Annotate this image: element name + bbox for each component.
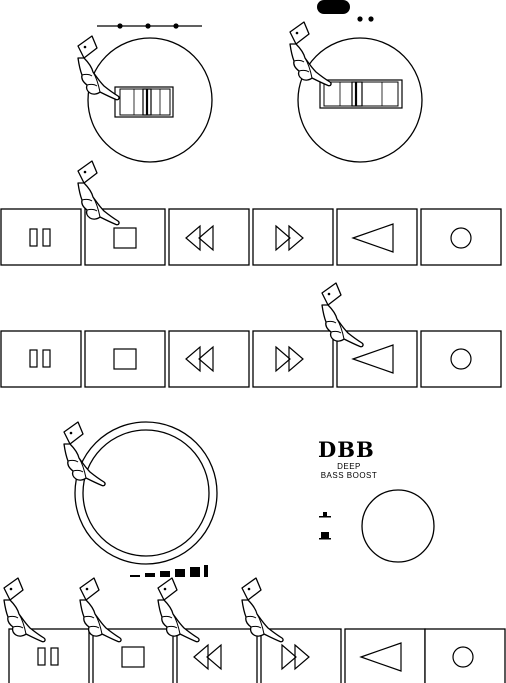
pause-button[interactable] xyxy=(1,209,81,265)
volume-knob-icon xyxy=(75,422,217,564)
fast-forward-button[interactable] xyxy=(253,331,333,387)
dbb-label-deep: DEEP xyxy=(306,462,392,471)
record-button[interactable] xyxy=(421,209,501,265)
fast-forward-button[interactable] xyxy=(253,209,333,265)
pause-button[interactable] xyxy=(1,331,81,387)
control-panel-3 xyxy=(9,629,505,683)
volume-level-icon xyxy=(130,565,208,577)
control-panel-1 xyxy=(1,209,501,265)
control-panel-2 xyxy=(1,331,501,387)
record-button[interactable] xyxy=(421,331,501,387)
play-button[interactable] xyxy=(345,629,425,683)
record-button[interactable] xyxy=(425,629,505,683)
dbb-button-icon[interactable] xyxy=(362,490,434,562)
dbb-indicators xyxy=(319,512,331,540)
pause-button[interactable] xyxy=(9,629,89,683)
stop-button[interactable] xyxy=(85,331,165,387)
rewind-button[interactable] xyxy=(169,209,249,265)
dbb-logo: DBB xyxy=(318,440,382,460)
play-button[interactable] xyxy=(337,209,417,265)
dbb-label-bass-boost: BASS BOOST xyxy=(306,471,392,480)
position-dot-1 xyxy=(117,23,122,28)
switch-dial-right xyxy=(298,0,422,162)
rewind-button[interactable] xyxy=(169,331,249,387)
position-dot-2 xyxy=(145,23,150,28)
led-indicator-icon xyxy=(357,16,362,21)
stop-button[interactable] xyxy=(93,629,173,683)
led-indicator-icon xyxy=(368,16,373,21)
position-dot-3 xyxy=(173,23,178,28)
